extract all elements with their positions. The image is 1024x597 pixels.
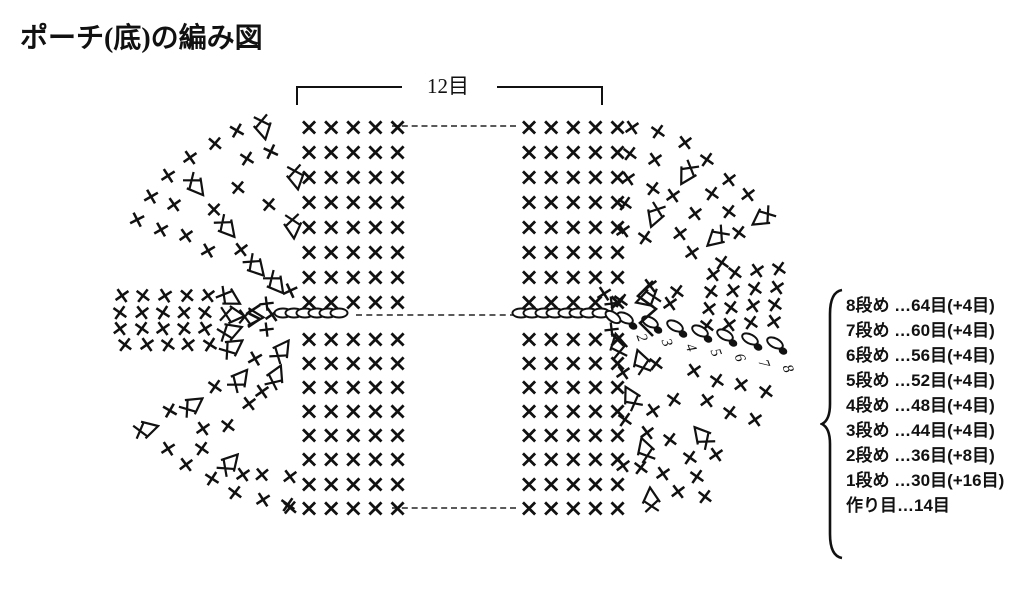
inc-symbol [222, 361, 258, 398]
stitch-row: ××××× [519, 263, 630, 291]
legend-row: 作り目…14目 [846, 496, 950, 515]
inc-symbol [630, 283, 663, 315]
stitch-row: ××××× [519, 163, 630, 191]
stitch-row: ××××× [299, 113, 410, 141]
inc-symbol [614, 379, 649, 415]
stitch-row: ××××× [299, 397, 410, 425]
sc-symbol: × [204, 197, 224, 223]
stitch-row: ××××× [519, 138, 630, 166]
legend-row: 1段め …30目(+16目) [846, 471, 1005, 490]
stitch-row: ××××× [519, 470, 630, 498]
stitch-row: ××××× [519, 445, 630, 473]
stitch-row: ××××× [299, 213, 410, 241]
inc-symbol [131, 413, 164, 444]
legend-row: 5段め …52目(+4目) [846, 371, 995, 390]
stitch-row: ××××× [299, 349, 410, 377]
stitch-row: ××××× [299, 421, 410, 449]
stitch-row: ××××× [519, 494, 630, 522]
inc-symbol [215, 329, 251, 365]
legend-row: 4段め …48目(+4目) [846, 396, 995, 415]
inc-symbol [639, 199, 672, 233]
legend-row: 8段め …64目(+4目) [846, 296, 995, 315]
legend: 8段め …64目(+4目) 7段め …60目(+4目) 6段め …56目(+4目) 5… [846, 291, 1004, 516]
inc-symbol [209, 210, 246, 247]
stitch-row: ××××× [519, 397, 630, 425]
stitch-row: ××××× [519, 213, 630, 241]
inc-symbol [258, 266, 294, 303]
inc-symbol [214, 315, 248, 348]
stitch-count-bracket-left [296, 86, 402, 105]
inc-symbol [279, 212, 306, 241]
legend-row: 6段め …56目(+4目) [846, 346, 995, 365]
stitch-row: ××××× [299, 188, 410, 216]
inc-symbol [238, 249, 275, 286]
dashed-connector-bottom [392, 507, 516, 509]
inc-symbol [248, 112, 278, 144]
inc-symbol [212, 445, 249, 482]
stitch-count-bracket-right [497, 86, 603, 105]
stitch-row: ××××× [299, 238, 410, 266]
dashed-connector-top [392, 125, 516, 127]
stitch-row: ××××× [519, 188, 630, 216]
stitch-row: ××××× [519, 113, 630, 141]
zigzag-mark [245, 303, 263, 329]
inc-symbol [178, 168, 214, 205]
stitch-row: ××××× [299, 163, 410, 191]
legend-row: 3段め …44目(+4目) [846, 421, 995, 440]
inc-symbol [259, 358, 293, 393]
stitch-row: ××××× [519, 373, 630, 401]
inc-symbol [684, 418, 721, 455]
inc-symbol [625, 344, 657, 377]
stitch-row: ××××× [299, 373, 410, 401]
stitch-count-label: 12目 [427, 74, 469, 98]
inc-symbol [698, 220, 735, 257]
inc-symbol [175, 387, 211, 423]
inc-symbol [629, 432, 661, 465]
dashed-connector-middle [356, 314, 516, 316]
stitch-row: ××××× [299, 445, 410, 473]
stitch-row: ××××× [519, 421, 630, 449]
legend-row: 7段め …60目(+4目) [846, 321, 995, 340]
legend-brace [820, 288, 843, 560]
inc-symbol [212, 280, 248, 315]
stitch-row: ××××× [519, 325, 630, 353]
diagram-title: ポーチ(底)の編み図 [20, 23, 263, 54]
stitch-row: ××××× [299, 138, 410, 166]
legend-row: 2段め …36目(+8目) [846, 446, 995, 465]
stitch-row: ××××× [299, 325, 410, 353]
stitch-row: ××××× [519, 349, 630, 377]
inc-symbol [669, 156, 704, 192]
stitch-row: ××××× [299, 494, 410, 522]
stitch-row: ××××× [299, 470, 410, 498]
stitch-row: ××××× [519, 238, 630, 266]
foundation-chain-symbol [329, 307, 349, 319]
inc-symbol [264, 332, 300, 368]
stitch-row: ××××× [299, 263, 410, 291]
inc-symbol [281, 163, 310, 194]
inc-symbol [603, 329, 633, 361]
zigzag-mark [636, 280, 659, 337]
inc-symbol [637, 484, 664, 513]
inc-symbol [744, 200, 780, 236]
